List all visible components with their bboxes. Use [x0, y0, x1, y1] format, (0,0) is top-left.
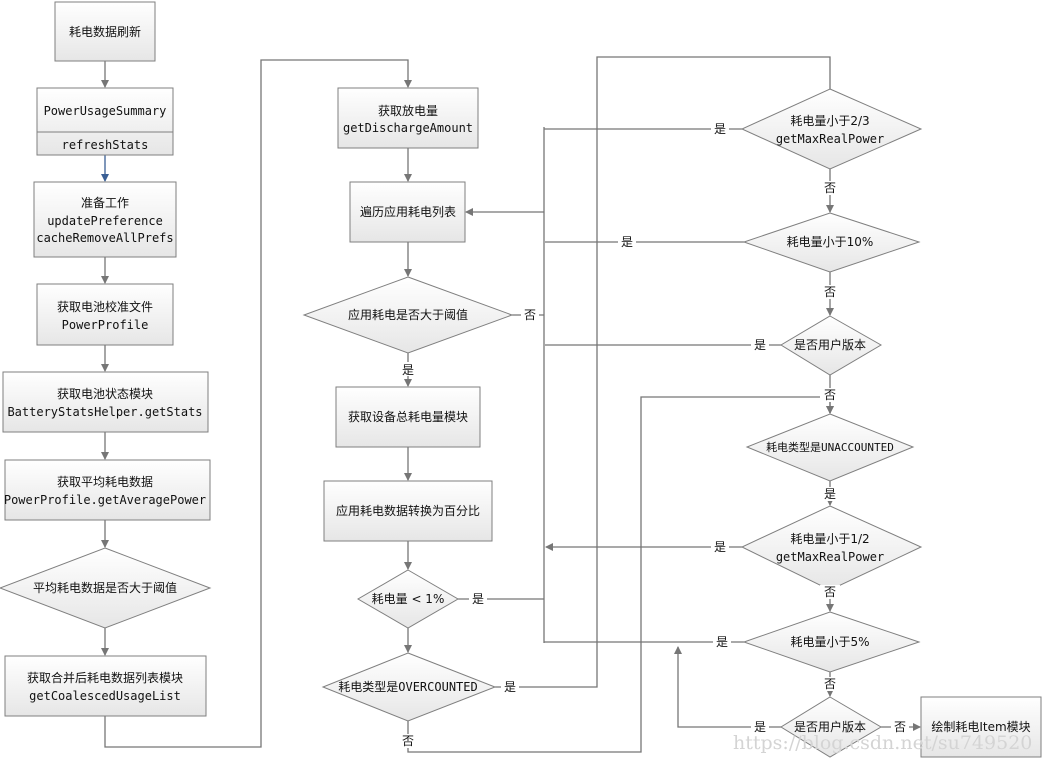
svg-text:应用耗电是否大于阈值: 应用耗电是否大于阈值	[348, 307, 468, 322]
svg-text:耗电量 < 1%: 耗电量 < 1%	[372, 592, 445, 606]
decision-less-than-10pct: 耗电量小于10%	[742, 212, 921, 273]
svg-text:BatteryStatsHelper.getStats: BatteryStatsHelper.getStats	[7, 405, 202, 419]
node-prepare: 准备工作 updatePreference cacheRemoveAllPref…	[33, 181, 177, 258]
svg-text:是否用户版本: 是否用户版本	[794, 337, 866, 352]
decision-overcounted: 耗电类型是OVERCOUNTED	[321, 652, 497, 722]
decision-less-than-two-thirds: 耗电量小于2/3 getMaxRealPower	[740, 88, 923, 170]
label-yes: 是	[754, 720, 766, 734]
label-no: 否	[824, 585, 836, 599]
node-to-percent: 应用耗电数据转换为百分比	[323, 480, 493, 542]
svg-text:cacheRemoveAllPrefs: cacheRemoveAllPrefs	[36, 231, 173, 245]
svg-text:耗电量小于2/3: 耗电量小于2/3	[790, 114, 869, 128]
svg-text:updatePreference: updatePreference	[47, 214, 163, 228]
label-no: 否	[824, 388, 836, 402]
svg-text:应用耗电数据转换为百分比: 应用耗电数据转换为百分比	[336, 503, 480, 518]
decision-app-threshold: 应用耗电是否大于阈值	[302, 276, 514, 354]
node-discharge-amount: 获取放电量 getDischargeAmount	[337, 87, 479, 149]
svg-text:getMaxRealPower: getMaxRealPower	[776, 132, 884, 146]
branch-labels: 是 否 是 是 否 是 否 是 否 是 否 是 是 否 是 否 是 否	[398, 122, 909, 748]
svg-text:耗电量小于5%: 耗电量小于5%	[790, 635, 869, 649]
svg-text:获取合并后耗电数据列表模块: 获取合并后耗电数据列表模块	[27, 670, 183, 685]
node-power-profile: 获取电池校准文件 PowerProfile	[36, 283, 174, 346]
label-yes: 是	[714, 540, 726, 554]
decision-less-than-1pct: 耗电量 < 1%	[357, 569, 459, 629]
node-power-usage-summary: PowerUsageSummary refreshStats	[36, 87, 174, 156]
node-battery-stats: 获取电池状态模块 BatteryStatsHelper.getStats	[2, 371, 209, 433]
node-device-total: 获取设备总耗电量模块	[335, 386, 481, 448]
svg-text:获取电池状态模块: 获取电池状态模块	[57, 387, 153, 401]
svg-text:PowerUsageSummary: PowerUsageSummary	[44, 104, 167, 118]
decision-less-than-5pct: 耗电量小于5%	[742, 611, 921, 673]
svg-text:refreshStats: refreshStats	[62, 138, 149, 152]
svg-text:绘制耗电Item模块: 绘制耗电Item模块	[931, 719, 1030, 734]
svg-text:耗电类型是UNACCOUNTED: 耗电类型是UNACCOUNTED	[766, 440, 894, 454]
node-iterate-app-list: 遍历应用耗电列表	[349, 181, 466, 243]
svg-text:PowerProfile.getAveragePower: PowerProfile.getAveragePower	[4, 493, 206, 507]
svg-text:PowerProfile: PowerProfile	[62, 318, 149, 332]
label-no: 否	[824, 285, 836, 299]
svg-text:获取电池校准文件: 获取电池校准文件	[57, 299, 153, 314]
svg-text:耗电类型是OVERCOUNTED: 耗电类型是OVERCOUNTED	[338, 680, 477, 694]
label-yes: 是	[824, 487, 836, 501]
node-coalesced-list: 获取合并后耗电数据列表模块 getCoalescedUsageList	[4, 655, 207, 717]
label-yes: 是	[402, 363, 414, 377]
decision-user-build-1: 是否用户版本	[780, 315, 882, 376]
svg-text:获取设备总耗电量模块: 获取设备总耗电量模块	[348, 410, 468, 424]
label-yes: 是	[472, 592, 484, 606]
svg-text:耗电数据刷新: 耗电数据刷新	[69, 24, 141, 39]
label-no: 否	[524, 308, 536, 322]
node-average-power: 获取平均耗电数据 PowerProfile.getAveragePower	[4, 459, 211, 521]
label-no: 否	[824, 677, 836, 691]
svg-text:准备工作: 准备工作	[81, 196, 129, 210]
svg-text:获取放电量: 获取放电量	[378, 103, 438, 118]
node-refresh: 耗电数据刷新	[54, 1, 156, 62]
svg-text:获取平均耗电数据: 获取平均耗电数据	[57, 474, 153, 489]
label-no: 否	[402, 734, 414, 748]
watermark: https://blog.csdn.net/su749520	[733, 732, 1032, 754]
svg-text:getMaxRealPower: getMaxRealPower	[776, 550, 884, 564]
label-yes: 是	[714, 122, 726, 136]
connectors	[101, 56, 921, 753]
label-no: 否	[824, 181, 836, 195]
decision-user-build-2: 是否用户版本	[780, 696, 882, 758]
svg-text:是否用户版本: 是否用户版本	[794, 719, 866, 734]
label-yes: 是	[621, 235, 633, 249]
decision-average-threshold: 平均耗电数据是否大于阈值	[0, 547, 212, 629]
svg-text:耗电量小于1/2: 耗电量小于1/2	[790, 532, 869, 546]
label-yes: 是	[754, 338, 766, 352]
svg-text:getCoalescedUsageList: getCoalescedUsageList	[29, 689, 181, 703]
svg-text:耗电量小于10%: 耗电量小于10%	[787, 235, 874, 249]
decision-less-than-half: 耗电量小于1/2 getMaxRealPower	[740, 505, 923, 591]
label-yes: 是	[716, 635, 728, 649]
node-draw-item: 绘制耗电Item模块	[920, 696, 1042, 758]
decision-unaccounted: 耗电类型是UNACCOUNTED	[745, 413, 915, 482]
svg-text:getDischargeAmount: getDischargeAmount	[343, 121, 473, 135]
svg-text:平均耗电数据是否大于阈值: 平均耗电数据是否大于阈值	[33, 580, 177, 595]
svg-text:遍历应用耗电列表: 遍历应用耗电列表	[360, 204, 456, 219]
label-yes: 是	[504, 680, 516, 694]
label-no: 否	[894, 720, 906, 734]
